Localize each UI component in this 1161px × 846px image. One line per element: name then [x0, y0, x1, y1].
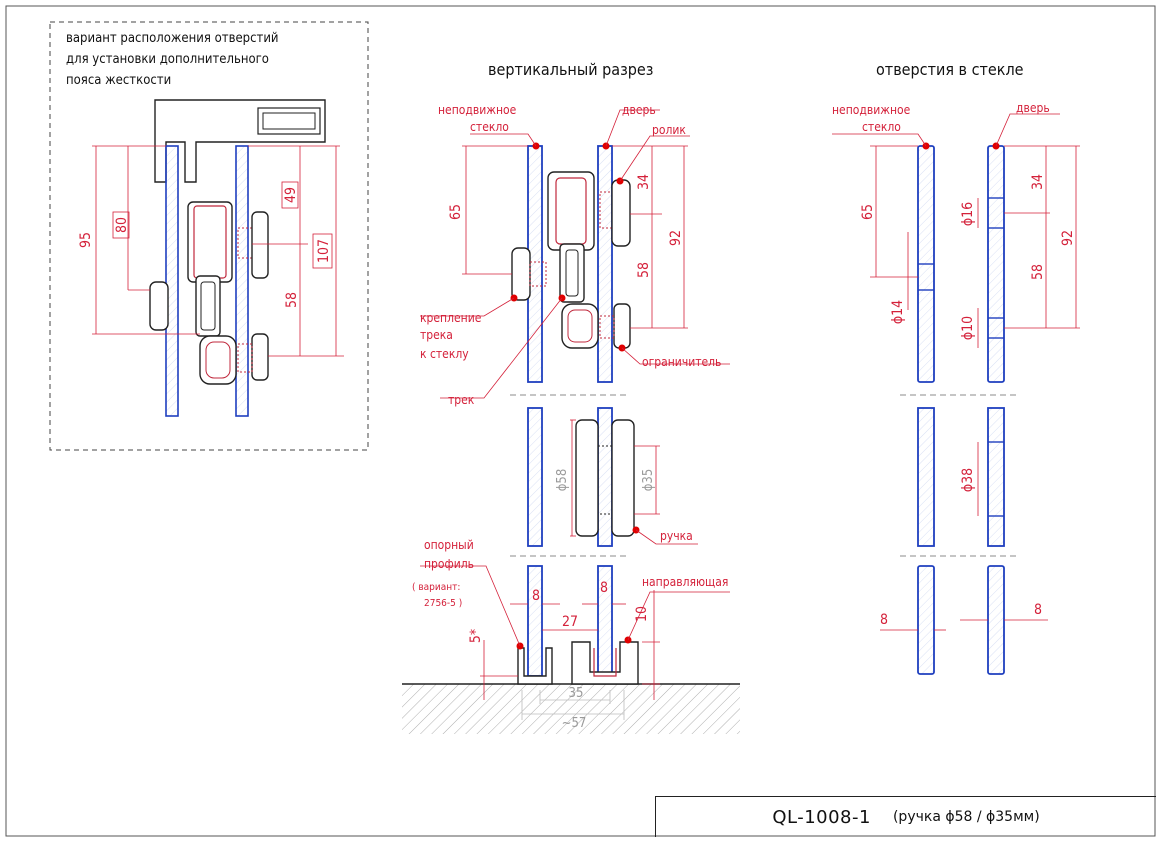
- guide-rail: [571, 641, 639, 685]
- title-block: QL-1008-1 (ручка ϕ58 / ϕ35мм): [655, 796, 1156, 837]
- option-note-line-2: для установки дополнительного: [66, 52, 269, 67]
- label-support-variant-2: 2756-5 ): [424, 598, 462, 609]
- floor: [402, 684, 740, 734]
- track: [559, 243, 585, 303]
- hole-dim-phi16: ϕ16: [960, 202, 976, 226]
- option-note-line-1: вариант расположения отверстий: [66, 31, 279, 46]
- track-mount: [511, 247, 531, 301]
- label-guide: направляющая: [642, 575, 728, 589]
- label-door: дверь: [622, 103, 656, 117]
- holes-label-fixed-glass-2: стекло: [862, 120, 901, 134]
- holes-label-fixed-glass-1: неподвижное: [832, 103, 911, 117]
- hole-dim-92: 92: [1060, 230, 1076, 246]
- dim-80: 80: [114, 217, 130, 233]
- option-door-glass: [235, 145, 249, 417]
- option-panel: вариант расположения отверстий для устан…: [49, 21, 369, 451]
- option-fixed-glass: [165, 145, 179, 417]
- vertical-section: вертикальный разрез: [402, 60, 740, 734]
- holes-door-glass: [987, 145, 1005, 383]
- dim-107: 107: [316, 239, 332, 263]
- label-track-mount-1: крепление: [420, 311, 482, 325]
- dim-34: 34: [636, 174, 652, 190]
- label-track: трек: [448, 393, 475, 407]
- option-panel-border: [49, 21, 369, 451]
- label-support-variant-1: ( вариант:: [412, 582, 460, 593]
- hole-dim-34: 34: [1030, 174, 1046, 190]
- drawing-description: (ручка ϕ58 / ϕ35мм): [892, 809, 1040, 825]
- drawing-code: QL-1008-1: [772, 806, 871, 828]
- dim-65: 65: [448, 204, 464, 220]
- hole-dim-8-right: 8: [1034, 602, 1042, 618]
- hole-dim-phi38: ϕ38: [960, 468, 976, 492]
- label-fixed-glass-1: неподвижное: [438, 103, 517, 117]
- hole-dim-58: 58: [1030, 264, 1046, 280]
- dim-35: 35: [569, 686, 584, 701]
- dim-57: ~57: [562, 716, 587, 731]
- label-handle: ручка: [660, 529, 693, 543]
- dim-58: 58: [636, 262, 652, 278]
- limiter: [561, 303, 599, 349]
- dim-10: 10: [634, 606, 650, 622]
- hole-dim-phi14: ϕ14: [890, 300, 906, 324]
- label-limiter: ограничитель: [642, 355, 721, 369]
- dim-8-right: 8: [600, 580, 608, 596]
- holes-label-door: дверь: [1016, 101, 1050, 115]
- vertical-section-title: вертикальный разрез: [488, 60, 653, 79]
- handle: [575, 419, 599, 537]
- holes-panel: отверстия в стекле: [832, 60, 1080, 675]
- dim-8-left: 8: [532, 588, 540, 604]
- label-track-mount-2: трека: [420, 328, 453, 342]
- hole-dim-phi10: ϕ10: [960, 316, 976, 340]
- label-support-1: опорный: [424, 538, 474, 552]
- dim-27: 27: [562, 614, 578, 630]
- roller: [547, 171, 595, 251]
- holes-title: отверстия в стекле: [876, 60, 1024, 79]
- dim-phi58: ϕ58: [555, 469, 570, 492]
- sheet-frame: [5, 5, 1156, 837]
- label-fixed-glass-2: стекло: [470, 120, 509, 134]
- hole-dim-65: 65: [860, 204, 876, 220]
- dim-58-option: 58: [284, 292, 300, 308]
- label-roller: ролик: [652, 123, 686, 137]
- hole-dim-8-left: 8: [880, 612, 888, 628]
- label-track-mount-3: к стеклу: [420, 347, 469, 361]
- dim-49: 49: [283, 187, 299, 203]
- door-glass: [597, 145, 613, 383]
- dim-5: 5*: [468, 629, 484, 643]
- dim-92: 92: [668, 230, 684, 246]
- label-support-2: профиль: [424, 557, 474, 571]
- dim-phi35: ϕ35: [641, 469, 656, 492]
- option-note-line-3: пояса жесткости: [66, 73, 171, 88]
- dim-95: 95: [78, 232, 94, 248]
